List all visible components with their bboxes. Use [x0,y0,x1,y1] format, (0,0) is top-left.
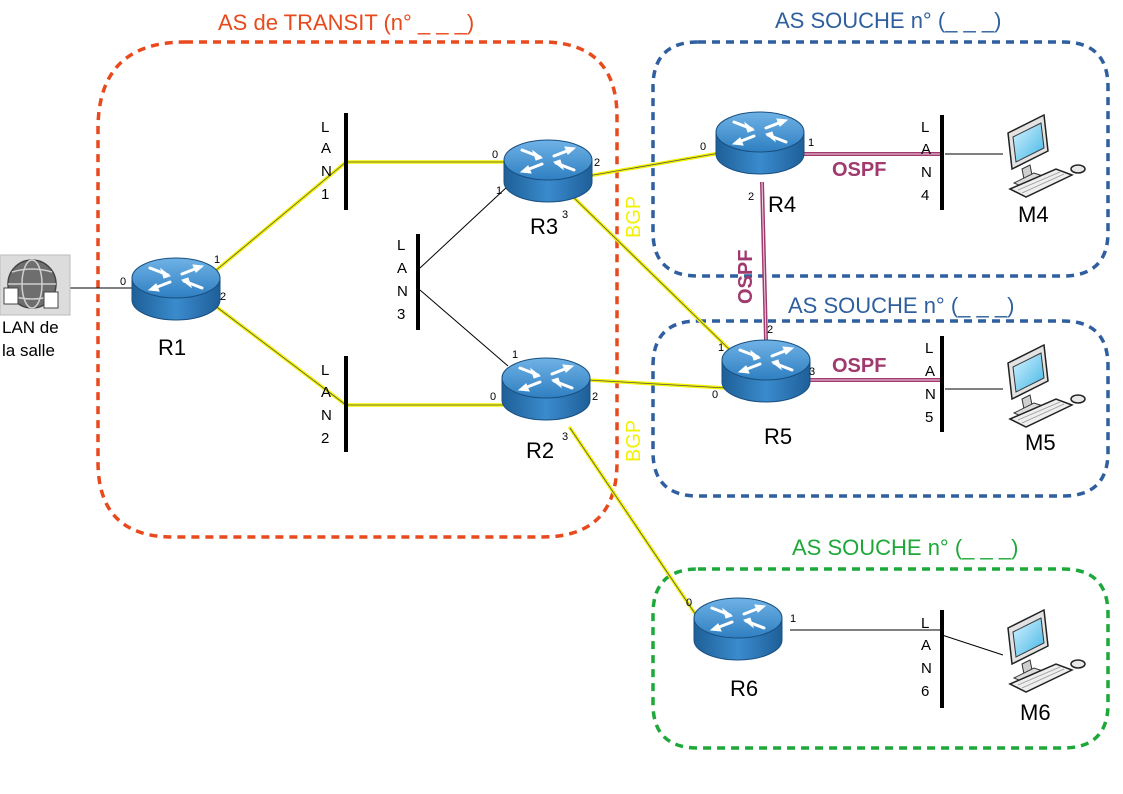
svg-text:L: L [321,119,329,136]
lan3-label: L A N 3 [397,237,408,323]
svg-text:3: 3 [397,306,405,323]
svg-text:L: L [921,615,929,632]
svg-text:5: 5 [925,409,933,426]
svg-text:1: 1 [790,613,796,625]
lan5-label: L A N 5 [925,340,936,426]
svg-text:2: 2 [767,324,773,336]
as-transit-title: AS de TRANSIT (n° _ _ _) [218,10,474,35]
host-m4[interactable]: M4 [1007,114,1086,227]
as-transit-boundary [96,40,619,539]
svg-text:N: N [321,163,332,180]
host-m6[interactable]: M6 [1007,609,1086,725]
bgp-label-lower: BGP [623,420,645,462]
link-lan3-r3 [419,185,509,269]
svg-text:0: 0 [712,389,718,401]
router-r2[interactable]: R2 0 1 2 3 [490,349,598,463]
router-r4-label: R4 [768,192,796,217]
lan4-label: L A N 4 [921,119,932,204]
svg-text:A: A [925,363,935,380]
router-r6-label: R6 [730,676,758,701]
svg-text:L: L [921,119,929,136]
svg-text:0: 0 [700,141,706,153]
router-r4[interactable]: R4 0 1 2 [700,110,814,217]
ospf-label-vertical: OSPF [735,250,757,304]
svg-text:3: 3 [562,431,568,443]
lan2-label: L A N 2 [321,362,332,447]
host-m5-label: M5 [1025,430,1056,455]
svg-text:2: 2 [592,391,598,403]
svg-text:6: 6 [921,683,929,700]
svg-text:A: A [921,637,931,654]
svg-text:0: 0 [120,276,126,288]
as-stub2-title: AS SOUCHE n° (_ _ _) [788,293,1014,318]
svg-text:4: 4 [921,187,929,204]
svg-text:1: 1 [512,349,518,361]
svg-text:0: 0 [490,391,496,403]
svg-text:N: N [921,164,932,181]
svg-text:2: 2 [321,430,329,447]
svg-text:0: 0 [686,597,692,609]
as-stub2-boundary [651,319,1110,498]
external-label-line2: la salle [2,341,55,360]
ospf-label-r5: OSPF [832,355,886,377]
svg-text:A: A [321,384,331,401]
svg-text:N: N [321,407,332,424]
as-stub1-title: AS SOUCHE n° (_ _ _) [775,8,1001,33]
svg-text:1: 1 [214,254,220,266]
svg-text:N: N [925,386,936,403]
svg-text:1: 1 [808,137,814,149]
router-r6[interactable]: R6 0 1 [686,596,796,701]
network-globe-icon [3,259,59,309]
router-r1-label: R1 [158,335,186,360]
lan6-label: L A N 6 [921,615,932,700]
svg-text:1: 1 [718,342,724,354]
svg-text:2: 2 [220,291,226,303]
host-m4-label: M4 [1018,202,1049,227]
svg-text:A: A [397,260,407,277]
host-m6-label: M6 [1020,700,1051,725]
svg-text:N: N [397,283,408,300]
svg-text:0: 0 [492,149,498,161]
router-r3-label: R3 [530,214,558,239]
as-stub3-boundary [651,567,1110,750]
svg-text:L: L [925,340,933,357]
svg-text:3: 3 [562,209,568,221]
link-lan3-r2 [419,289,509,367]
router-r2-label: R2 [526,438,554,463]
link-lan6-m6 [941,634,1004,656]
lan1-label: L A N 1 [321,119,332,203]
svg-text:A: A [921,141,931,158]
svg-text:2: 2 [594,157,600,169]
external-label-line1: LAN de [2,318,59,337]
svg-text:A: A [321,140,331,157]
router-r3[interactable]: R3 0 1 2 3 [492,138,600,239]
svg-text:2: 2 [748,191,754,203]
router-r5[interactable]: R5 0 1 2 3 [712,324,815,449]
svg-text:L: L [321,362,329,379]
svg-text:1: 1 [321,186,329,203]
svg-text:3: 3 [809,366,815,378]
router-r5-label: R5 [764,424,792,449]
svg-text:1: 1 [496,185,502,197]
as-stub3-title: AS SOUCHE n° (_ _ _) [792,535,1018,560]
as-stub1-boundary [651,40,1110,278]
svg-text:N: N [921,660,932,677]
router-r1[interactable]: R1 0 1 2 [120,254,226,360]
svg-text:L: L [397,237,405,254]
host-m5[interactable]: M5 [1007,344,1086,455]
external-network: LAN de la salle [0,254,71,360]
ospf-label-r4: OSPF [832,159,886,181]
bgp-label-upper: BGP [623,196,645,238]
